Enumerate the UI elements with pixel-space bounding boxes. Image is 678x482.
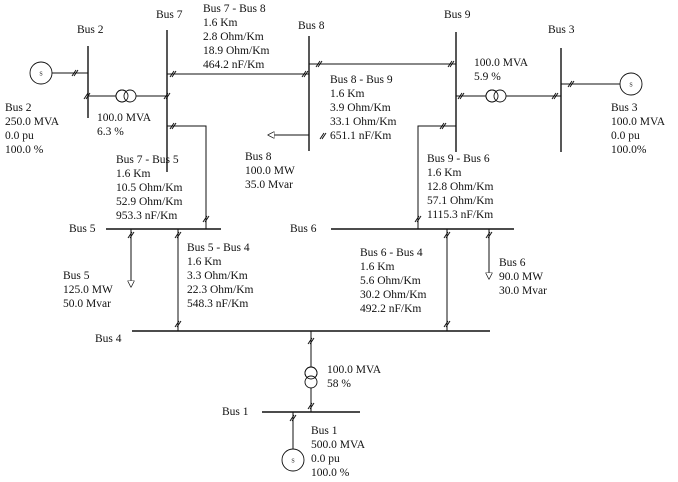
line-label-7-5: Bus 7 - Bus 5 1.6 Km 10.5 Ohm/Km 52.9 Oh… bbox=[116, 154, 183, 222]
svg-text:90.0 MW: 90.0 MW bbox=[499, 271, 543, 283]
svg-text:S: S bbox=[39, 72, 42, 78]
transformer-label-t3: 100.0 MVA 5.9 % bbox=[474, 57, 529, 83]
svg-text:100.0 MVA: 100.0 MVA bbox=[327, 364, 382, 376]
bus-label-6: Bus 6 bbox=[290, 223, 317, 235]
bus-label-5: Bus 5 bbox=[69, 223, 96, 235]
svg-text:100.0 MW: 100.0 MW bbox=[245, 165, 295, 177]
svg-text:100.0 %: 100.0 % bbox=[5, 144, 44, 156]
svg-text:22.3 Ohm/Km: 22.3 Ohm/Km bbox=[187, 284, 254, 296]
line-label-6-4: Bus 6 - Bus 4 1.6 Km 5.6 Ohm/Km 30.2 Ohm… bbox=[360, 247, 427, 315]
svg-text:Bus 8 - Bus 9: Bus 8 - Bus 9 bbox=[330, 74, 393, 86]
bus-label-2: Bus 2 bbox=[77, 24, 104, 36]
svg-text:0.0 pu: 0.0 pu bbox=[611, 130, 640, 142]
svg-text:Bus 1: Bus 1 bbox=[311, 425, 338, 437]
line-label-5-4: Bus 5 - Bus 4 1.6 Km 3.3 Ohm/Km 22.3 Ohm… bbox=[187, 242, 254, 310]
svg-text:3.3 Ohm/Km: 3.3 Ohm/Km bbox=[187, 270, 248, 282]
svg-text:1.6 Km: 1.6 Km bbox=[187, 256, 222, 268]
svg-text:1.6 Km: 1.6 Km bbox=[330, 88, 365, 100]
svg-text:35.0 Mvar: 35.0 Mvar bbox=[245, 179, 293, 191]
svg-text:10.5 Ohm/Km: 10.5 Ohm/Km bbox=[116, 182, 183, 194]
bus-label-4: Bus 4 bbox=[95, 333, 122, 345]
svg-text:1.6 Km: 1.6 Km bbox=[360, 261, 395, 273]
svg-text:30.2 Ohm/Km: 30.2 Ohm/Km bbox=[360, 289, 427, 301]
line-7-5 bbox=[167, 125, 207, 229]
svg-text:100.0%: 100.0% bbox=[611, 144, 647, 156]
svg-text:30.0 Mvar: 30.0 Mvar bbox=[499, 285, 547, 297]
load-label-bus6: Bus 6 90.0 MW 30.0 Mvar bbox=[499, 257, 547, 297]
svg-text:5.6 Ohm/Km: 5.6 Ohm/Km bbox=[360, 275, 421, 287]
generator-label-bus1: Bus 1 500.0 MVA 0.0 pu 100.0 % bbox=[311, 425, 366, 479]
svg-text:Bus 2: Bus 2 bbox=[5, 102, 32, 114]
svg-text:50.0 Mvar: 50.0 Mvar bbox=[63, 298, 111, 310]
transformer-t2 bbox=[115, 89, 137, 103]
svg-text:18.9 Ohm/Km: 18.9 Ohm/Km bbox=[203, 45, 270, 57]
line-label-9-6: Bus 9 - Bus 6 1.6 Km 12.8 Ohm/Km 57.1 Oh… bbox=[427, 153, 494, 221]
generator-bus3: S bbox=[619, 72, 643, 96]
svg-text:100.0 MVA: 100.0 MVA bbox=[611, 116, 666, 128]
svg-text:464.2 nF/Km: 464.2 nF/Km bbox=[203, 59, 264, 71]
bus-label-8: Bus 8 bbox=[298, 20, 325, 32]
svg-text:Bus 9 - Bus 6: Bus 9 - Bus 6 bbox=[427, 153, 490, 165]
svg-text:Bus 3: Bus 3 bbox=[611, 102, 638, 114]
svg-text:2.8 Ohm/Km: 2.8 Ohm/Km bbox=[203, 31, 264, 43]
load-label-bus8: Bus 8 100.0 MW 35.0 Mvar bbox=[245, 151, 295, 191]
svg-text:57.1 Ohm/Km: 57.1 Ohm/Km bbox=[427, 195, 494, 207]
svg-text:1.6 Km: 1.6 Km bbox=[203, 17, 238, 29]
svg-text:250.0 MVA: 250.0 MVA bbox=[5, 116, 60, 128]
svg-text:Bus 5 - Bus 4: Bus 5 - Bus 4 bbox=[187, 242, 250, 254]
svg-text:Bus 7 - Bus 5: Bus 7 - Bus 5 bbox=[116, 154, 179, 166]
generator-bus1: S bbox=[281, 448, 305, 472]
bus-label-9: Bus 9 bbox=[444, 9, 471, 21]
svg-text:492.2 nF/Km: 492.2 nF/Km bbox=[360, 303, 421, 315]
svg-text:953.3 nF/Km: 953.3 nF/Km bbox=[116, 210, 177, 222]
generator-bus2: S bbox=[29, 61, 53, 85]
svg-text:651.1 nF/Km: 651.1 nF/Km bbox=[330, 130, 391, 142]
svg-text:0.0 pu: 0.0 pu bbox=[311, 453, 340, 465]
svg-text:12.8 Ohm/Km: 12.8 Ohm/Km bbox=[427, 181, 494, 193]
svg-text:1115.3 nF/Km: 1115.3 nF/Km bbox=[427, 209, 493, 221]
line-9-6 bbox=[417, 125, 456, 229]
svg-text:100.0 %: 100.0 % bbox=[311, 467, 350, 479]
generator-label-bus3: Bus 3 100.0 MVA 0.0 pu 100.0% bbox=[611, 102, 666, 156]
transformer-label-t2: 100.0 MVA 6.3 % bbox=[97, 112, 152, 138]
svg-text:33.1 Ohm/Km: 33.1 Ohm/Km bbox=[330, 116, 397, 128]
svg-text:6.3 %: 6.3 % bbox=[97, 126, 124, 138]
load-label-bus5: Bus 5 125.0 MW 50.0 Mvar bbox=[63, 270, 113, 310]
svg-text:58 %: 58 % bbox=[327, 378, 351, 390]
line-label-8-9: Bus 8 - Bus 9 1.6 Km 3.9 Ohm/Km 33.1 Ohm… bbox=[330, 74, 397, 142]
svg-text:100.0 MVA: 100.0 MVA bbox=[97, 112, 152, 124]
svg-text:5.9 %: 5.9 % bbox=[474, 71, 501, 83]
svg-text:3.9 Ohm/Km: 3.9 Ohm/Km bbox=[330, 102, 391, 114]
svg-text:S: S bbox=[629, 83, 632, 89]
generator-label-bus2: Bus 2 250.0 MVA 0.0 pu 100.0 % bbox=[5, 102, 60, 156]
svg-text:Bus 6: Bus 6 bbox=[499, 257, 526, 269]
svg-text:1.6 Km: 1.6 Km bbox=[427, 167, 462, 179]
svg-text:548.3 nF/Km: 548.3 nF/Km bbox=[187, 298, 248, 310]
bus-label-3: Bus 3 bbox=[548, 24, 575, 36]
bus-label-1: Bus 1 bbox=[222, 406, 249, 418]
transformer-t3 bbox=[485, 89, 507, 103]
breaker-ticks bbox=[71, 60, 575, 422]
svg-text:500.0 MVA: 500.0 MVA bbox=[311, 439, 366, 451]
svg-text:Bus 8: Bus 8 bbox=[245, 151, 272, 163]
bus-label-7: Bus 7 bbox=[156, 9, 183, 21]
transformer-t1 bbox=[304, 366, 318, 389]
svg-text:100.0 MVA: 100.0 MVA bbox=[474, 57, 529, 69]
transformer-label-t1: 100.0 MVA 58 % bbox=[327, 364, 382, 390]
svg-text:0.0 pu: 0.0 pu bbox=[5, 130, 34, 142]
svg-text:Bus 5: Bus 5 bbox=[63, 270, 90, 282]
line-label-7-8: Bus 7 - Bus 8 1.6 Km 2.8 Ohm/Km 18.9 Ohm… bbox=[203, 3, 270, 71]
svg-text:Bus 7 - Bus 8: Bus 7 - Bus 8 bbox=[203, 3, 266, 15]
svg-text:125.0 MW: 125.0 MW bbox=[63, 284, 113, 296]
svg-text:Bus 6 - Bus 4: Bus 6 - Bus 4 bbox=[360, 247, 423, 259]
svg-text:S: S bbox=[291, 459, 294, 465]
svg-text:1.6 Km: 1.6 Km bbox=[116, 168, 151, 180]
svg-text:52.9 Ohm/Km: 52.9 Ohm/Km bbox=[116, 196, 183, 208]
